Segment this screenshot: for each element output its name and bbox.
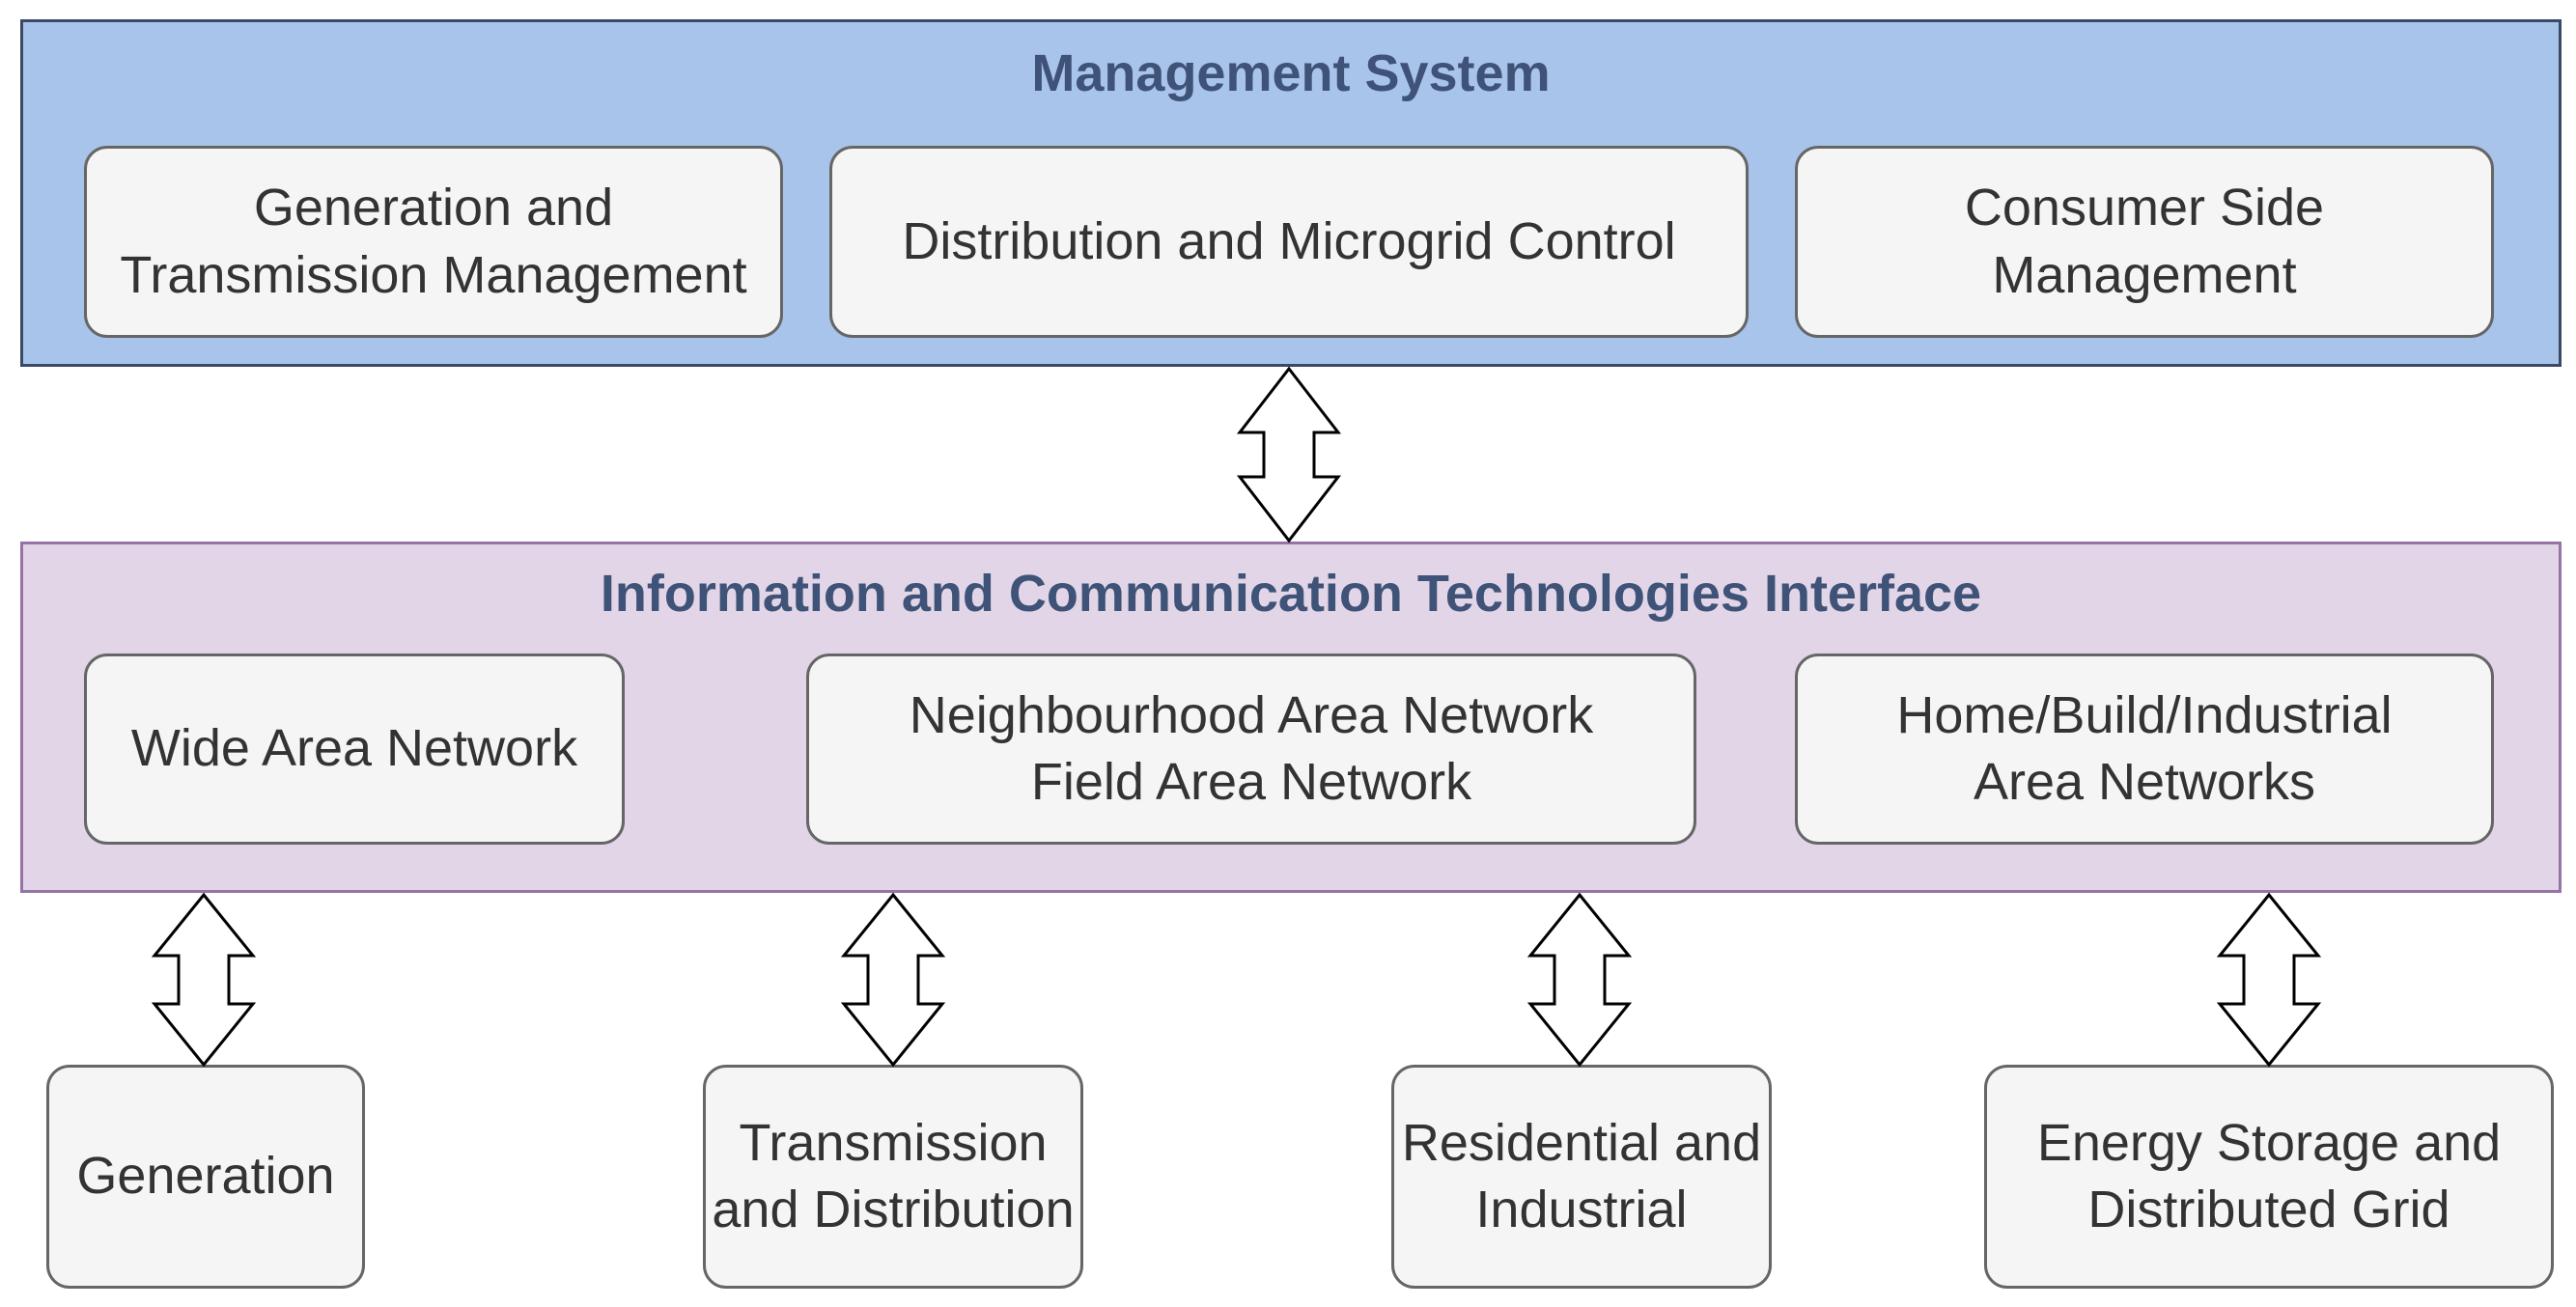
energy-storage-distributed-grid-domain-box: Energy Storage and Distributed Grid (1984, 1065, 2554, 1289)
management-system-title: Management System (1031, 44, 1551, 102)
generation-transmission-management-box: Generation and Transmission Management (84, 146, 783, 338)
box-label: Energy Storage and Distributed Grid (2036, 1113, 2502, 1238)
bidirectional-arrow-icon (2216, 892, 2322, 1068)
box-label: Home/Build/Industrial Area Networks (1896, 685, 2393, 811)
bidirectional-arrow-icon (1526, 892, 1633, 1068)
box-label: Distribution and Microgrid Control (902, 211, 1676, 270)
bidirectional-arrow-icon (1236, 366, 1342, 543)
box-label: Consumer Side Management (1964, 179, 2325, 304)
transmission-distribution-domain-box: Transmission and Distribution (703, 1065, 1083, 1289)
distribution-microgrid-control-box: Distribution and Microgrid Control (829, 146, 1749, 338)
box-label: Generation (76, 1147, 335, 1206)
home-build-industrial-networks-box: Home/Build/Industrial Area Networks (1795, 654, 2494, 845)
box-label: Residential and Industrial (1401, 1113, 1762, 1238)
wide-area-network-box: Wide Area Network (84, 654, 625, 845)
residential-industrial-domain-box: Residential and Industrial (1391, 1065, 1772, 1289)
box-label: Neighbourhood Area Network Field Area Ne… (909, 685, 1594, 811)
neighbourhood-field-area-network-box: Neighbourhood Area Network Field Area Ne… (806, 654, 1696, 845)
ict-interface-title: Information and Communication Technologi… (600, 565, 1982, 623)
bidirectional-arrow-icon (840, 892, 946, 1068)
consumer-side-management-box: Consumer Side Management (1795, 146, 2494, 338)
box-label: Wide Area Network (130, 719, 578, 778)
generation-domain-box: Generation (46, 1065, 365, 1289)
box-label: Generation and Transmission Management (120, 179, 747, 304)
box-label: Transmission and Distribution (712, 1113, 1075, 1238)
bidirectional-arrow-icon (151, 892, 257, 1068)
